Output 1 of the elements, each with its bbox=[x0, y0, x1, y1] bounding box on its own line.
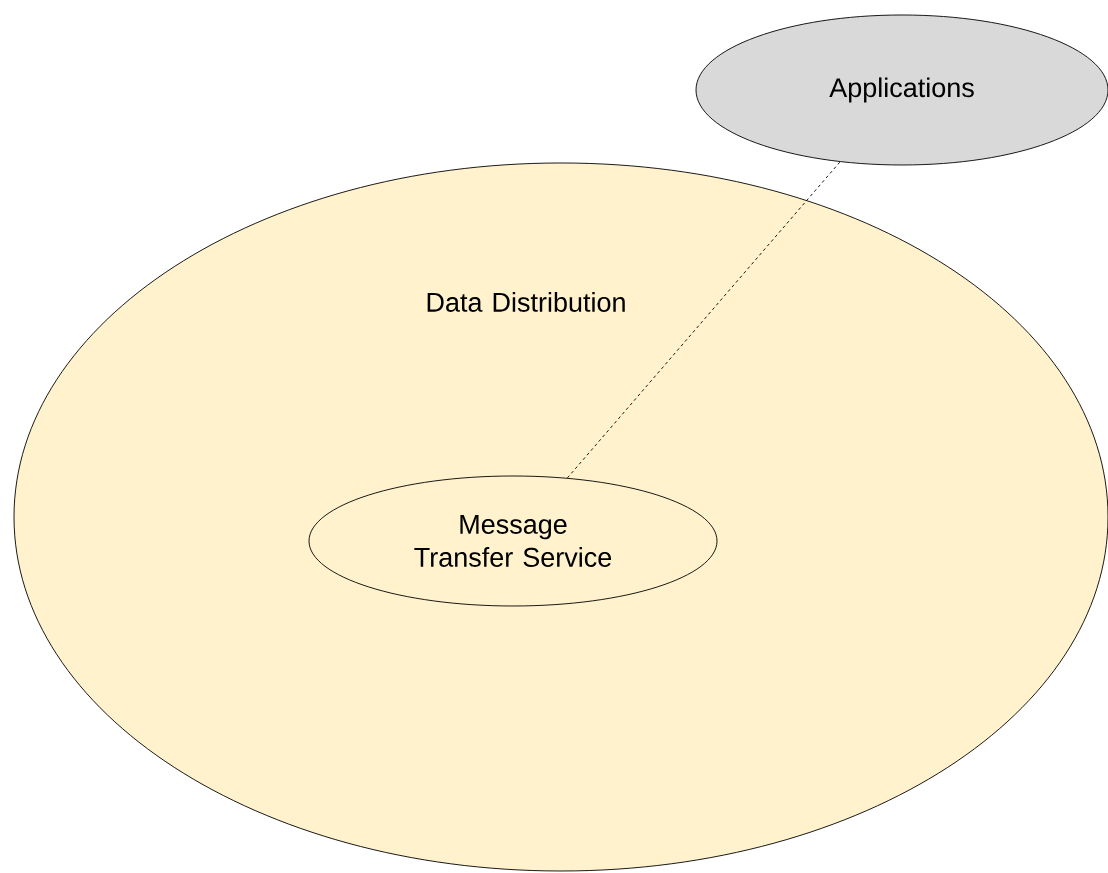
connector-line bbox=[566, 161, 841, 479]
